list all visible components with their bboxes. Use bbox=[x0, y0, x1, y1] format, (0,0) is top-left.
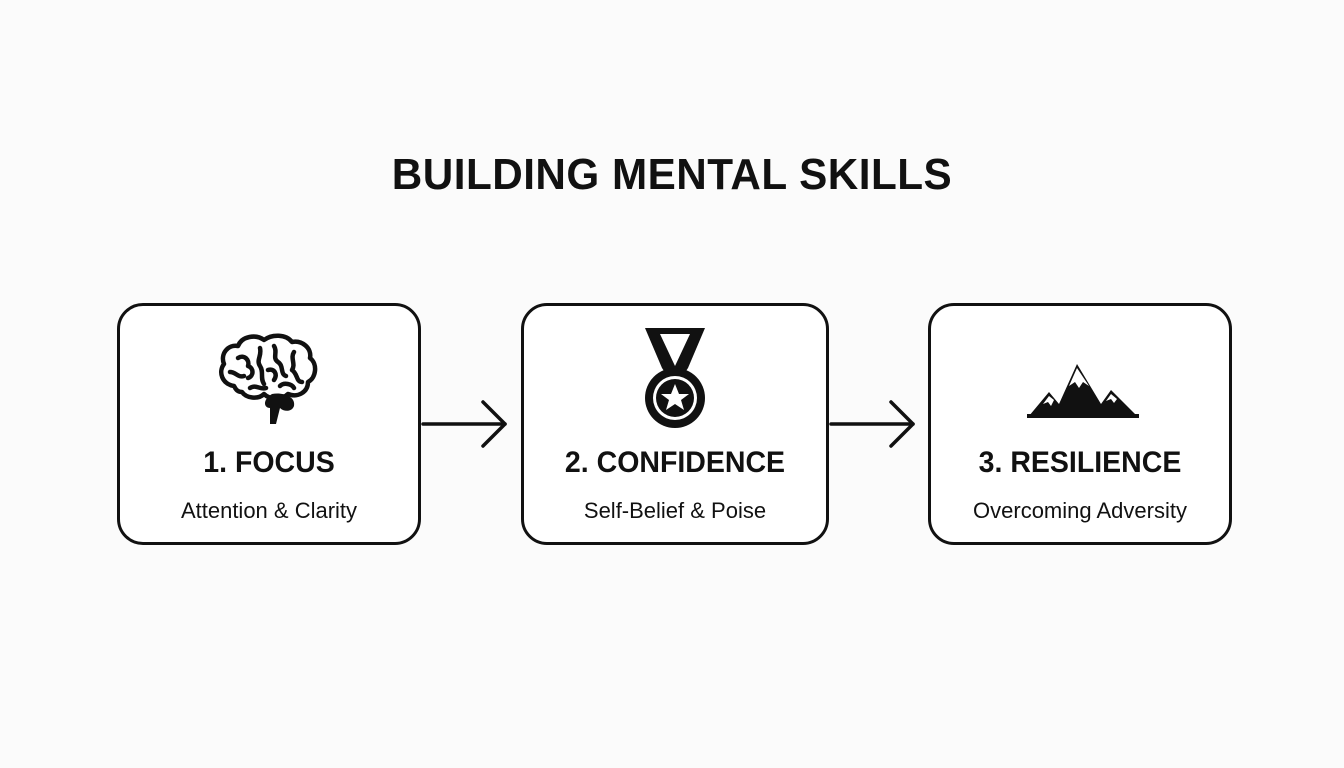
step-card-resilience: 3. RESILIENCE Overcoming Adversity bbox=[928, 303, 1232, 545]
brain-icon bbox=[204, 328, 334, 428]
step-heading: 2. CONFIDENCE bbox=[564, 446, 786, 479]
step-card-confidence: 2. CONFIDENCE Self-Belief & Poise bbox=[521, 303, 829, 545]
diagram-title: BUILDING MENTAL SKILLS bbox=[391, 150, 953, 199]
step-heading: 3. RESILIENCE bbox=[978, 446, 1182, 479]
step-heading: 1. FOCUS bbox=[203, 446, 335, 479]
step-subtitle: Self-Belief & Poise bbox=[583, 498, 767, 523]
step-card-focus: 1. FOCUS Attention & Clarity bbox=[117, 303, 421, 545]
step-subtitle: Attention & Clarity bbox=[180, 498, 358, 523]
step-subtitle: Overcoming Adversity bbox=[973, 498, 1187, 523]
mountain-icon bbox=[1015, 328, 1145, 428]
medal-icon bbox=[610, 328, 740, 428]
flow-arrow bbox=[829, 398, 919, 450]
flow-arrow bbox=[421, 398, 511, 450]
